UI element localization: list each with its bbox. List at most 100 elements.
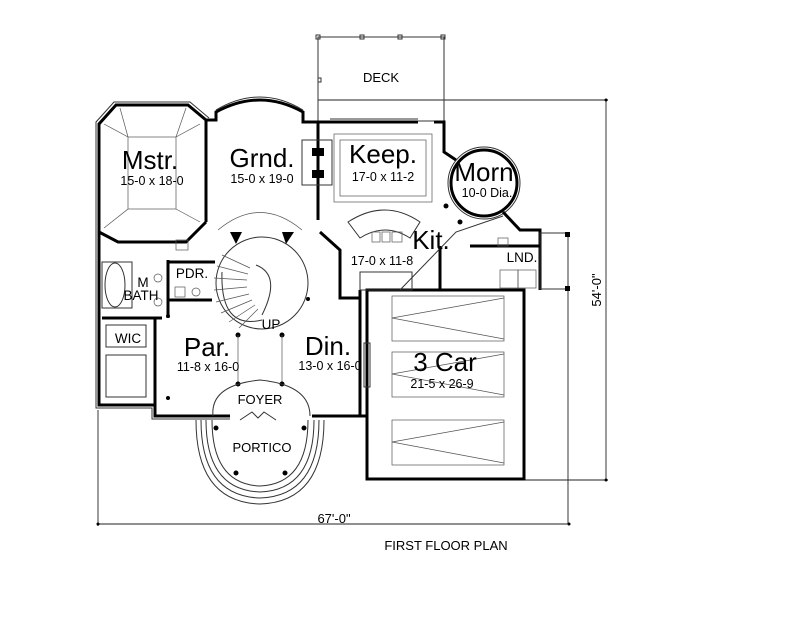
room-labels: DECK Mstr. 15-0 x 18-0 Grnd. 15-0 x 19-0… (115, 70, 538, 455)
laundry-sink (497, 237, 509, 247)
garage-side-door (363, 342, 371, 388)
deck-post (315, 34, 321, 40)
rotunda-pier (282, 232, 294, 244)
master-tray-ceiling (103, 107, 201, 229)
post (565, 232, 570, 237)
portico-step-2 (200, 419, 320, 499)
column (282, 470, 288, 476)
kitchen-island (347, 203, 504, 291)
parlor-size: 11-8 x 16-0 (177, 360, 239, 374)
laundry-fixtures (497, 237, 537, 289)
dim-tick (604, 478, 608, 482)
column (443, 203, 449, 209)
wic-shelf (105, 354, 147, 398)
interior-walls (98, 120, 540, 416)
powder-label: PDR. (176, 266, 208, 281)
toilet (175, 239, 189, 251)
laundry-label: LND. (507, 250, 538, 265)
keeping-side-wall (434, 120, 457, 162)
column (306, 297, 310, 301)
garage-bay-3 (391, 419, 505, 466)
master-bottom-wall (98, 220, 208, 244)
morning-bay-outer (447, 146, 521, 220)
dim-tick (604, 98, 608, 102)
master-bath-fixtures (101, 239, 201, 398)
lavatory (153, 297, 163, 307)
stair-up-label: UP (262, 317, 281, 332)
tray-line (103, 123, 129, 138)
morning-label: Morn (454, 157, 513, 187)
deck-post (317, 77, 322, 83)
foyer-portico (195, 379, 325, 505)
tub-surround (101, 261, 133, 309)
fireplace-block (312, 148, 324, 156)
master-bay-outer (95, 101, 210, 232)
portico-step-3 (195, 419, 325, 505)
wic-shelf (105, 324, 147, 348)
garage-bays (391, 295, 505, 466)
morning-bay-wall (449, 148, 519, 218)
dim-tick (567, 522, 571, 526)
keeping-tray-outer (333, 133, 433, 203)
dining-size: 13-0 x 16-0 (298, 359, 361, 373)
keeping-ceiling (333, 133, 433, 203)
dim-tick (96, 522, 100, 526)
kitchen-counter-diagonal (399, 215, 504, 291)
plan-annotations: 67'-0" 54'-0" FIRST FLOOR PLAN (317, 273, 604, 553)
overall-depth-label: 54'-0" (589, 273, 604, 307)
morning-size: 10-0 Dia. (462, 186, 513, 200)
tray-line (175, 123, 201, 138)
garage-bay-1 (391, 295, 505, 342)
foyer-label: FOYER (238, 392, 283, 407)
great-room-size: 15-0 x 19-0 (230, 172, 293, 186)
great-room-arch-outer (215, 96, 304, 111)
column (166, 396, 170, 400)
tray-line (119, 107, 129, 138)
kitchen-label: Kit. (412, 225, 450, 255)
column (213, 425, 219, 431)
lavatory (153, 273, 163, 283)
washer (499, 269, 519, 289)
column (301, 425, 307, 431)
master-label: Mstr. (122, 145, 178, 175)
master-size: 15-0 x 18-0 (120, 174, 183, 188)
column (457, 219, 463, 225)
island-sink (391, 231, 403, 243)
column (233, 470, 239, 476)
pdr-sink (191, 287, 201, 297)
pdr-toilet (174, 286, 186, 298)
master-bath-label-1: M (137, 275, 148, 290)
deck-post (397, 34, 403, 40)
stair-rotunda (166, 212, 310, 400)
island-sink (371, 231, 381, 243)
parlor-label: Par. (184, 332, 230, 362)
rotunda-pier (230, 232, 242, 244)
wic-label: WIC (115, 331, 141, 346)
stair-outer-curve (221, 271, 263, 322)
kitchen-left-wall (318, 230, 360, 300)
master-bath-label-2: BATH (123, 288, 158, 303)
fireplace-block (312, 170, 324, 178)
rotunda-circle (215, 236, 309, 330)
garage-bay-2 (391, 351, 505, 398)
portico-step-1 (205, 419, 315, 493)
entry-door (239, 411, 277, 421)
island-sink (381, 231, 391, 243)
deck-post (359, 34, 365, 40)
laundry-stoop (539, 232, 569, 290)
tray-line (175, 208, 201, 223)
garage-label: 3 Car (413, 347, 477, 377)
tray-line (175, 107, 187, 138)
keeping-tray-inner (339, 139, 427, 197)
great-room-arch-wall (208, 98, 318, 124)
stair-treads (213, 254, 259, 329)
deck-label: DECK (363, 70, 399, 85)
island-counter (347, 209, 421, 239)
great-room-label: Grnd. (229, 143, 294, 173)
bathtub (104, 262, 126, 308)
kitchen-range (359, 271, 413, 291)
tray-line (103, 208, 129, 229)
deck-post (440, 34, 446, 40)
kitchen-size: 17-0 x 11-8 (351, 254, 413, 268)
